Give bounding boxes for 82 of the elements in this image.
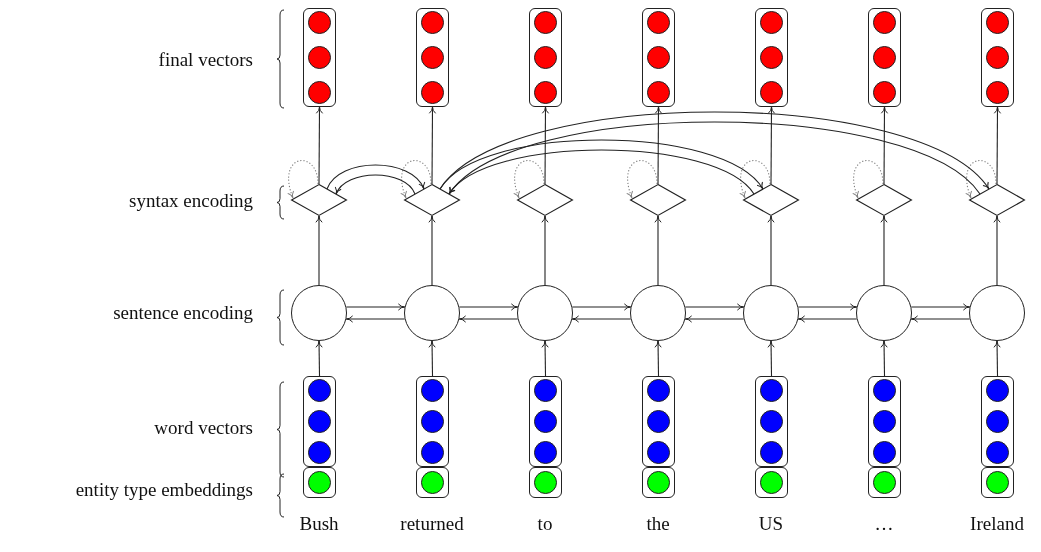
unit-circle bbox=[533, 379, 557, 402]
word-label: Bush bbox=[299, 513, 339, 535]
word-label: to bbox=[537, 513, 553, 535]
unit-circle bbox=[533, 45, 557, 69]
vector-box bbox=[303, 376, 336, 467]
unit-circle bbox=[420, 45, 444, 69]
unit-circle bbox=[759, 440, 783, 464]
unit-circle bbox=[872, 11, 896, 34]
vector-box bbox=[642, 376, 675, 467]
unit-circle bbox=[985, 11, 1009, 34]
diamond-node bbox=[404, 184, 460, 216]
diamond-node bbox=[969, 184, 1025, 216]
unit-circle bbox=[420, 440, 444, 464]
unit-circle bbox=[533, 440, 557, 464]
row-label: word vectors bbox=[154, 417, 253, 439]
unit-circle bbox=[307, 45, 331, 69]
unit-circle bbox=[533, 409, 557, 433]
row-label: final vectors bbox=[158, 49, 253, 71]
encoder-circle bbox=[856, 285, 912, 341]
vector-box bbox=[981, 376, 1014, 467]
unit-circle bbox=[420, 11, 444, 34]
diamond-node bbox=[291, 184, 347, 216]
unit-circle bbox=[759, 409, 783, 433]
encoder-circle bbox=[630, 285, 686, 341]
unit-circle bbox=[307, 440, 331, 464]
vector-box bbox=[529, 376, 562, 467]
unit-circle bbox=[307, 11, 331, 34]
vector-box bbox=[868, 376, 901, 467]
unit-circle bbox=[985, 379, 1009, 402]
vector-box bbox=[755, 376, 788, 467]
encoder-circle bbox=[517, 285, 573, 341]
unit-circle bbox=[646, 45, 670, 69]
unit-circle bbox=[759, 11, 783, 34]
unit-circle bbox=[307, 80, 331, 104]
word-label: US bbox=[758, 513, 784, 535]
row-label: syntax encoding bbox=[129, 190, 253, 212]
unit-circle bbox=[759, 45, 783, 69]
word-label: Ireland bbox=[970, 513, 1024, 535]
unit-circle bbox=[646, 440, 670, 464]
vector-box bbox=[868, 8, 901, 107]
unit-circle bbox=[872, 409, 896, 433]
unit-circle bbox=[533, 11, 557, 34]
encoder-circle bbox=[969, 285, 1025, 341]
unit-circle bbox=[985, 440, 1009, 464]
word-label: the bbox=[646, 513, 670, 535]
encoder-circle bbox=[404, 285, 460, 341]
row-label: entity type embeddings bbox=[75, 479, 253, 501]
unit-circle bbox=[646, 379, 670, 402]
unit-circle bbox=[759, 80, 783, 104]
vector-box bbox=[416, 376, 449, 467]
row-label: sentence encoding bbox=[113, 302, 253, 324]
word-label: returned bbox=[400, 513, 464, 535]
word-label: … bbox=[874, 513, 894, 535]
unit-circle bbox=[872, 80, 896, 104]
unit-circle bbox=[646, 80, 670, 104]
encoder-circle bbox=[743, 285, 799, 341]
unit-circle bbox=[872, 45, 896, 69]
diamond-node bbox=[856, 184, 912, 216]
vector-box bbox=[416, 8, 449, 107]
encoder-circle bbox=[291, 285, 347, 341]
unit-circle bbox=[533, 80, 557, 104]
vector-box bbox=[529, 8, 562, 107]
unit-circle bbox=[307, 379, 331, 402]
unit-circle bbox=[985, 409, 1009, 433]
unit-circle bbox=[420, 409, 444, 433]
diamond-node bbox=[517, 184, 573, 216]
diamond-node bbox=[743, 184, 799, 216]
vector-box bbox=[642, 8, 675, 107]
unit-circle bbox=[759, 379, 783, 402]
unit-circle bbox=[307, 409, 331, 433]
unit-circle bbox=[985, 80, 1009, 104]
unit-circle bbox=[646, 409, 670, 433]
vector-box bbox=[755, 8, 788, 107]
unit-circle bbox=[420, 80, 444, 104]
vector-box bbox=[981, 8, 1014, 107]
vector-box bbox=[303, 8, 336, 107]
diamond-node bbox=[630, 184, 686, 216]
unit-circle bbox=[985, 45, 1009, 69]
unit-circle bbox=[420, 379, 444, 402]
unit-circle bbox=[872, 379, 896, 402]
unit-circle bbox=[646, 11, 670, 34]
unit-circle bbox=[872, 440, 896, 464]
